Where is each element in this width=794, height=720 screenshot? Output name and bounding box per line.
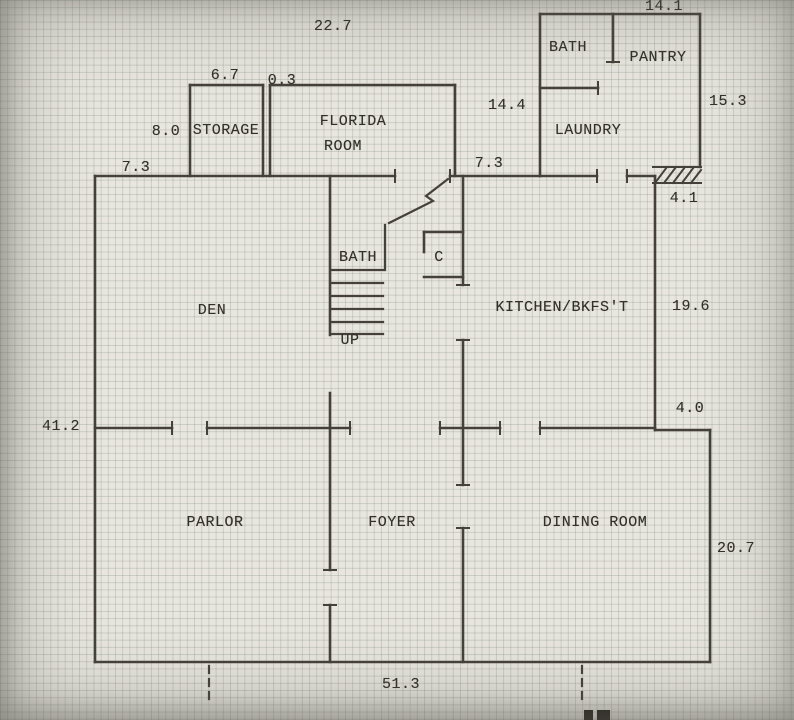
room-label-den: DEN — [197, 302, 227, 319]
dim-upper-block-top: 14.1 — [644, 0, 684, 15]
door-jamb-ticks — [171, 61, 628, 606]
room-label-florida-2: ROOM — [323, 138, 363, 155]
room-label-bath-upper: BATH — [548, 39, 588, 56]
closet-walls — [422, 230, 465, 279]
dim-laundry-left: 14.4 — [487, 97, 527, 114]
exterior-walls — [93, 174, 712, 664]
dim-storage-left: 8.0 — [151, 123, 181, 140]
dim-upper-block-right: 15.3 — [708, 93, 748, 110]
laundry-bath-pantry-walls — [538, 12, 702, 178]
dim-den-top: 7.3 — [121, 159, 151, 176]
cutoff-mark — [584, 710, 610, 720]
room-label-closet: C — [434, 249, 444, 266]
dim-storage-gap: 0.3 — [267, 72, 297, 89]
dim-hall-top: 7.3 — [474, 155, 504, 172]
stairs — [330, 223, 387, 336]
room-label-storage: STORAGE — [192, 122, 260, 139]
room-label-bath-mid: BATH — [338, 249, 378, 266]
dim-storage-top: 6.7 — [210, 67, 240, 84]
room-label-pantry: PANTRY — [629, 49, 687, 66]
stairs-up-label: UP — [340, 332, 360, 349]
dim-kitchen-right: 19.6 — [671, 298, 711, 315]
storage-room-walls — [188, 83, 265, 178]
dim-stoop: 4.1 — [669, 190, 699, 207]
room-label-florida-1: FLORIDA — [319, 113, 387, 130]
dim-dining-right: 20.7 — [716, 540, 756, 557]
room-label-foyer: FOYER — [368, 514, 416, 531]
room-label-kitchen: KITCHEN/BKFS'T — [495, 299, 629, 316]
florida-room-walls — [268, 83, 457, 178]
porch-step-dashes — [207, 664, 584, 705]
room-label-parlor: PARLOR — [186, 514, 244, 531]
dim-top-overall: 22.7 — [313, 18, 353, 35]
dim-west-wall: 41.2 — [41, 418, 81, 435]
room-label-laundry: LAUNDRY — [554, 122, 622, 139]
dim-south-wall: 51.3 — [381, 676, 421, 693]
door-leaf-break-symbol — [387, 177, 450, 225]
room-label-dining: DINING ROOM — [542, 514, 648, 531]
stoop-hatch — [652, 165, 703, 185]
dim-jog: 4.0 — [675, 400, 705, 417]
